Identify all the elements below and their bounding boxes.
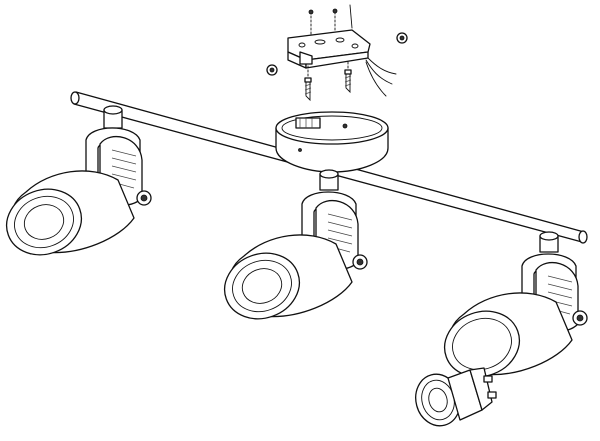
mounting-bracket bbox=[287, 4, 397, 97]
spotlight-right bbox=[444, 231, 588, 378]
bulb-icon bbox=[415, 367, 497, 427]
screw-icon bbox=[304, 69, 352, 102]
spotlight-middle bbox=[224, 169, 368, 320]
nut-icon bbox=[266, 32, 408, 76]
ceiling-canopy bbox=[275, 111, 389, 173]
spotlight-left bbox=[6, 105, 152, 256]
